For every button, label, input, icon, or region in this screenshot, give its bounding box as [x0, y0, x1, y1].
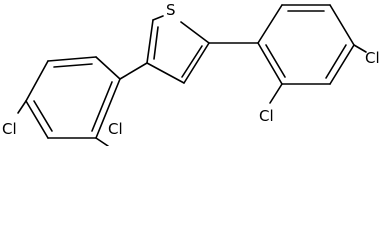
bond-r6-r1-inner — [265, 44, 286, 78]
thiophene-ring — [146, 15, 210, 84]
bond-r6-cl — [269, 83, 283, 104]
bond-c2-c3 — [183, 42, 210, 84]
bond-thiophene-left-aryl — [119, 62, 148, 80]
bond-r4-cl — [353, 44, 367, 53]
bond-c5-s — [152, 15, 164, 21]
bond-l6-cl — [95, 137, 109, 146]
bond-l1-l2 — [95, 56, 121, 80]
bond-c4-c5-inner — [153, 26, 159, 60]
bond-l2-l3 — [47, 56, 97, 62]
chlorine-label-left-ortho: Cl — [108, 120, 123, 138]
bond-l3-l4 — [25, 60, 49, 102]
bond-l4-cl — [17, 100, 27, 114]
bond-l4-l5-inner — [33, 100, 53, 132]
bond-r4-r5 — [329, 44, 355, 85]
right-dichlorophenyl-ring — [208, 4, 367, 104]
bond-l6-l1-inner — [91, 81, 113, 132]
bond-c4-c5 — [146, 19, 154, 64]
chlorine-label-right-ortho: Cl — [259, 107, 274, 125]
bond-r3-r4 — [329, 4, 355, 46]
bond-r4-r5-inner — [325, 44, 347, 79]
bond-l4-l5 — [25, 100, 49, 139]
bond-l2-l3-inner — [53, 63, 93, 68]
chlorine-label-left-para: Cl — [2, 120, 17, 138]
bond-r6-r1 — [257, 42, 283, 85]
sulfur-label: S — [166, 1, 176, 19]
bond-l6-l1 — [95, 78, 121, 139]
bond-c2-c3-inner — [181, 45, 203, 78]
left-dichlorophenyl-ring — [17, 56, 148, 146]
bond-c3-c4 — [146, 62, 185, 84]
chlorine-label-right-para: Cl — [365, 49, 380, 67]
chemical-structure-diagram: S Cl Cl Cl Cl — [2, 1, 380, 146]
bond-s-c2 — [180, 21, 210, 44]
bond-r1-r2 — [257, 4, 283, 44]
